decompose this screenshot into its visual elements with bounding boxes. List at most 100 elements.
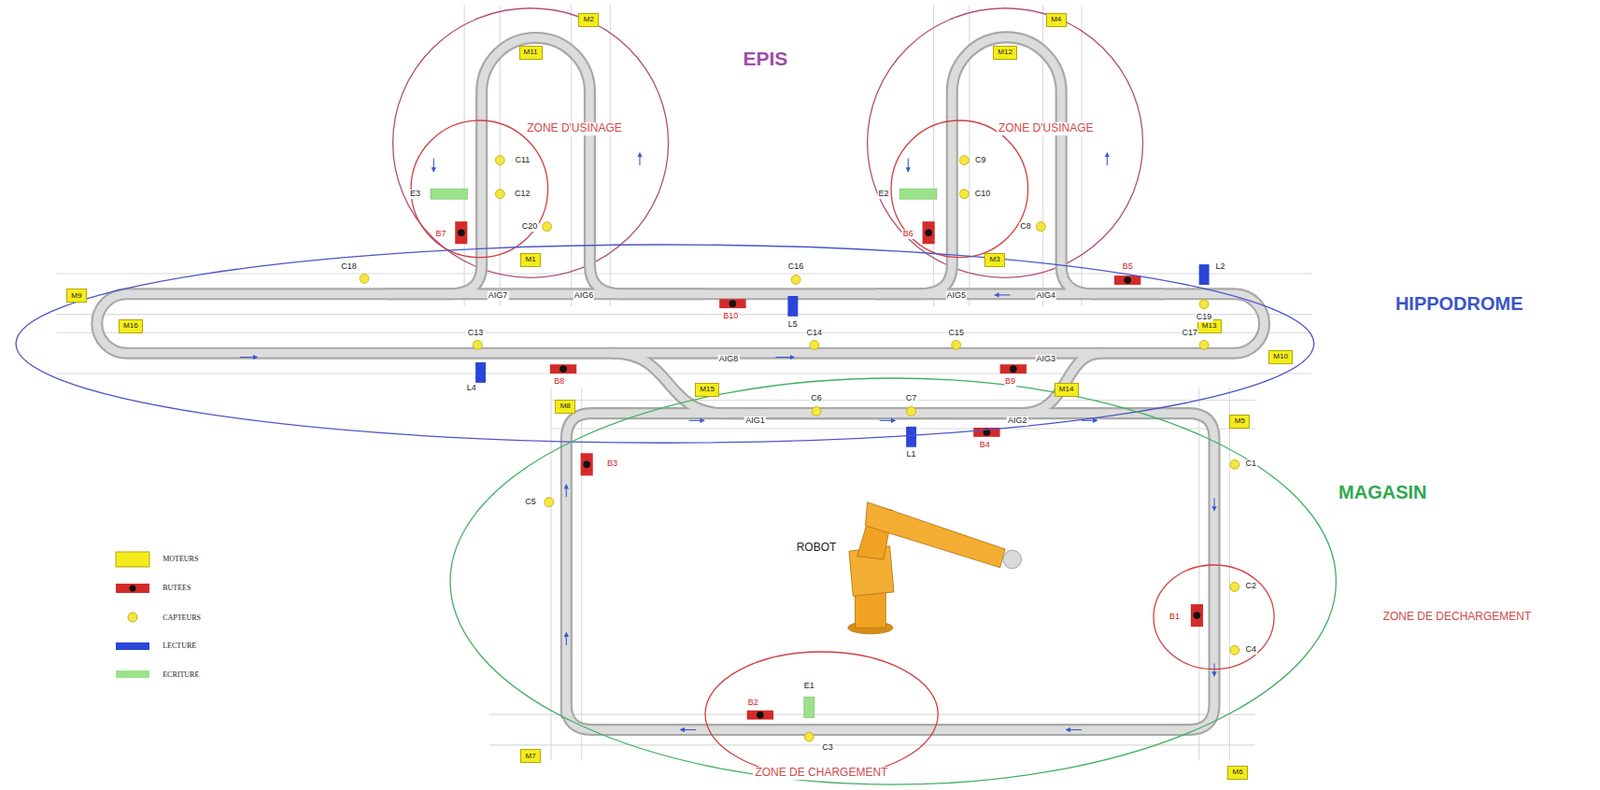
sensor-dot [1199,299,1209,310]
motor-box: M7 [520,749,541,764]
zone-ellipse [705,651,938,778]
sensor-dot [1230,459,1240,469]
component-label: B8 [552,377,566,387]
stop-symbol [1190,604,1204,627]
direction-arrow [1106,153,1108,166]
component-label: C20 [521,222,539,232]
component-label: C2 [1245,582,1259,593]
legend-swatch [115,583,150,594]
motor-box: M15 [694,382,720,397]
component-label: AIG5 [945,291,967,301]
zone-outline: MAGASINZONE DE DECHARGEMENTZONE DE CHARG… [449,377,1337,786]
direction-arrow [879,420,895,422]
component-label: C15 [947,328,965,339]
component-label: C6 [809,394,823,404]
zone-title: ZONE D'USINAGE [996,122,1096,136]
legend-sample [112,665,154,683]
sensor-dot [791,275,801,285]
rail-lines [56,4,1312,761]
legend-sample [112,608,154,626]
motor-box: M10 [1268,350,1293,365]
direction-arrow [566,484,567,497]
direction-arrow [566,633,567,646]
sensor-dot [804,732,814,742]
component-label: C18 [339,262,358,272]
component-label: AIG7 [487,291,510,301]
conveyor-track [611,353,1102,413]
legend-swatch [115,552,150,567]
zone-ellipse [891,120,1029,258]
legend-text: CAPTEURS [162,613,201,623]
component-label: AIG3 [1035,354,1058,365]
component-label: C19 [1195,312,1214,323]
component-label: B2 [747,698,760,708]
component-label: B4 [978,440,992,451]
legend-sample [112,551,154,568]
legend-swatch-dot [129,584,137,592]
component-label: E2 [877,189,891,199]
motor-box: M3 [984,253,1006,268]
component-label: L2 [1215,262,1227,272]
sensor-dot [1230,582,1240,593]
component-label: C13 [467,328,485,339]
component-label: E1 [803,681,816,692]
stop-symbol [457,228,466,237]
legend-text: MOTEURS [162,554,199,564]
motor-label: M3 [990,255,1001,265]
sensor-dot [359,273,369,284]
component-label: C7 [905,394,919,404]
sensor-dot [959,155,969,166]
reader-symbol [906,426,917,448]
motor-label: M2 [583,15,595,25]
legend-item: ECRITURE [112,665,199,683]
conveyor-track [611,353,1102,413]
zone-ellipse [15,244,1315,443]
legend-swatch [115,642,150,651]
component-label: AIG8 [718,354,740,365]
stop-symbol [550,364,577,374]
stop-symbol [1193,611,1202,620]
conveyor-track [566,413,1215,731]
sensor-dot [1035,222,1046,232]
legend-sample [112,637,154,655]
motor-label: M16 [123,322,139,331]
epi-outline [867,8,1144,279]
legend-text: LECTURE [162,641,197,651]
motor-label: M11 [523,48,539,57]
direction-arrow [240,356,258,358]
component-label: C11 [513,155,531,166]
motor-box: M2 [578,13,599,28]
motor-box: M6 [1227,765,1248,780]
motor-label: M8 [560,402,571,411]
sensor-dot [472,340,482,351]
motor-box: M9 [66,288,87,303]
motor-box: M4 [1046,13,1067,28]
component-label: B5 [1121,262,1134,272]
component-label: C1 [1245,459,1259,469]
reader-symbol [1199,264,1210,285]
component-label: B9 [1004,377,1017,387]
component-label: C8 [1019,222,1033,232]
stop-symbol [580,453,594,476]
legend-item: CAPTEURS [112,608,201,626]
stop-symbol [747,710,774,721]
stop-symbol [756,711,765,720]
component-label: L1 [906,451,918,461]
legend-text: ECRITURE [162,670,199,680]
zone-title: ZONE DE DECHARGEMENT [1381,610,1534,624]
conveyor-track [877,37,1164,295]
component-label: B3 [606,459,619,469]
motor-box: M8 [554,399,576,414]
sensor-dot [542,222,553,232]
legend-item: LECTURE [112,637,197,655]
zone-shape [704,651,939,779]
component-label: B1 [1168,612,1181,623]
component-label: L4 [466,383,478,394]
direction-arrow [433,157,435,171]
motor-label: M7 [525,752,537,762]
stop-symbol [582,461,591,469]
component-label: B10 [722,311,739,322]
stop-symbol [1114,275,1141,285]
writer-symbol [900,188,937,199]
